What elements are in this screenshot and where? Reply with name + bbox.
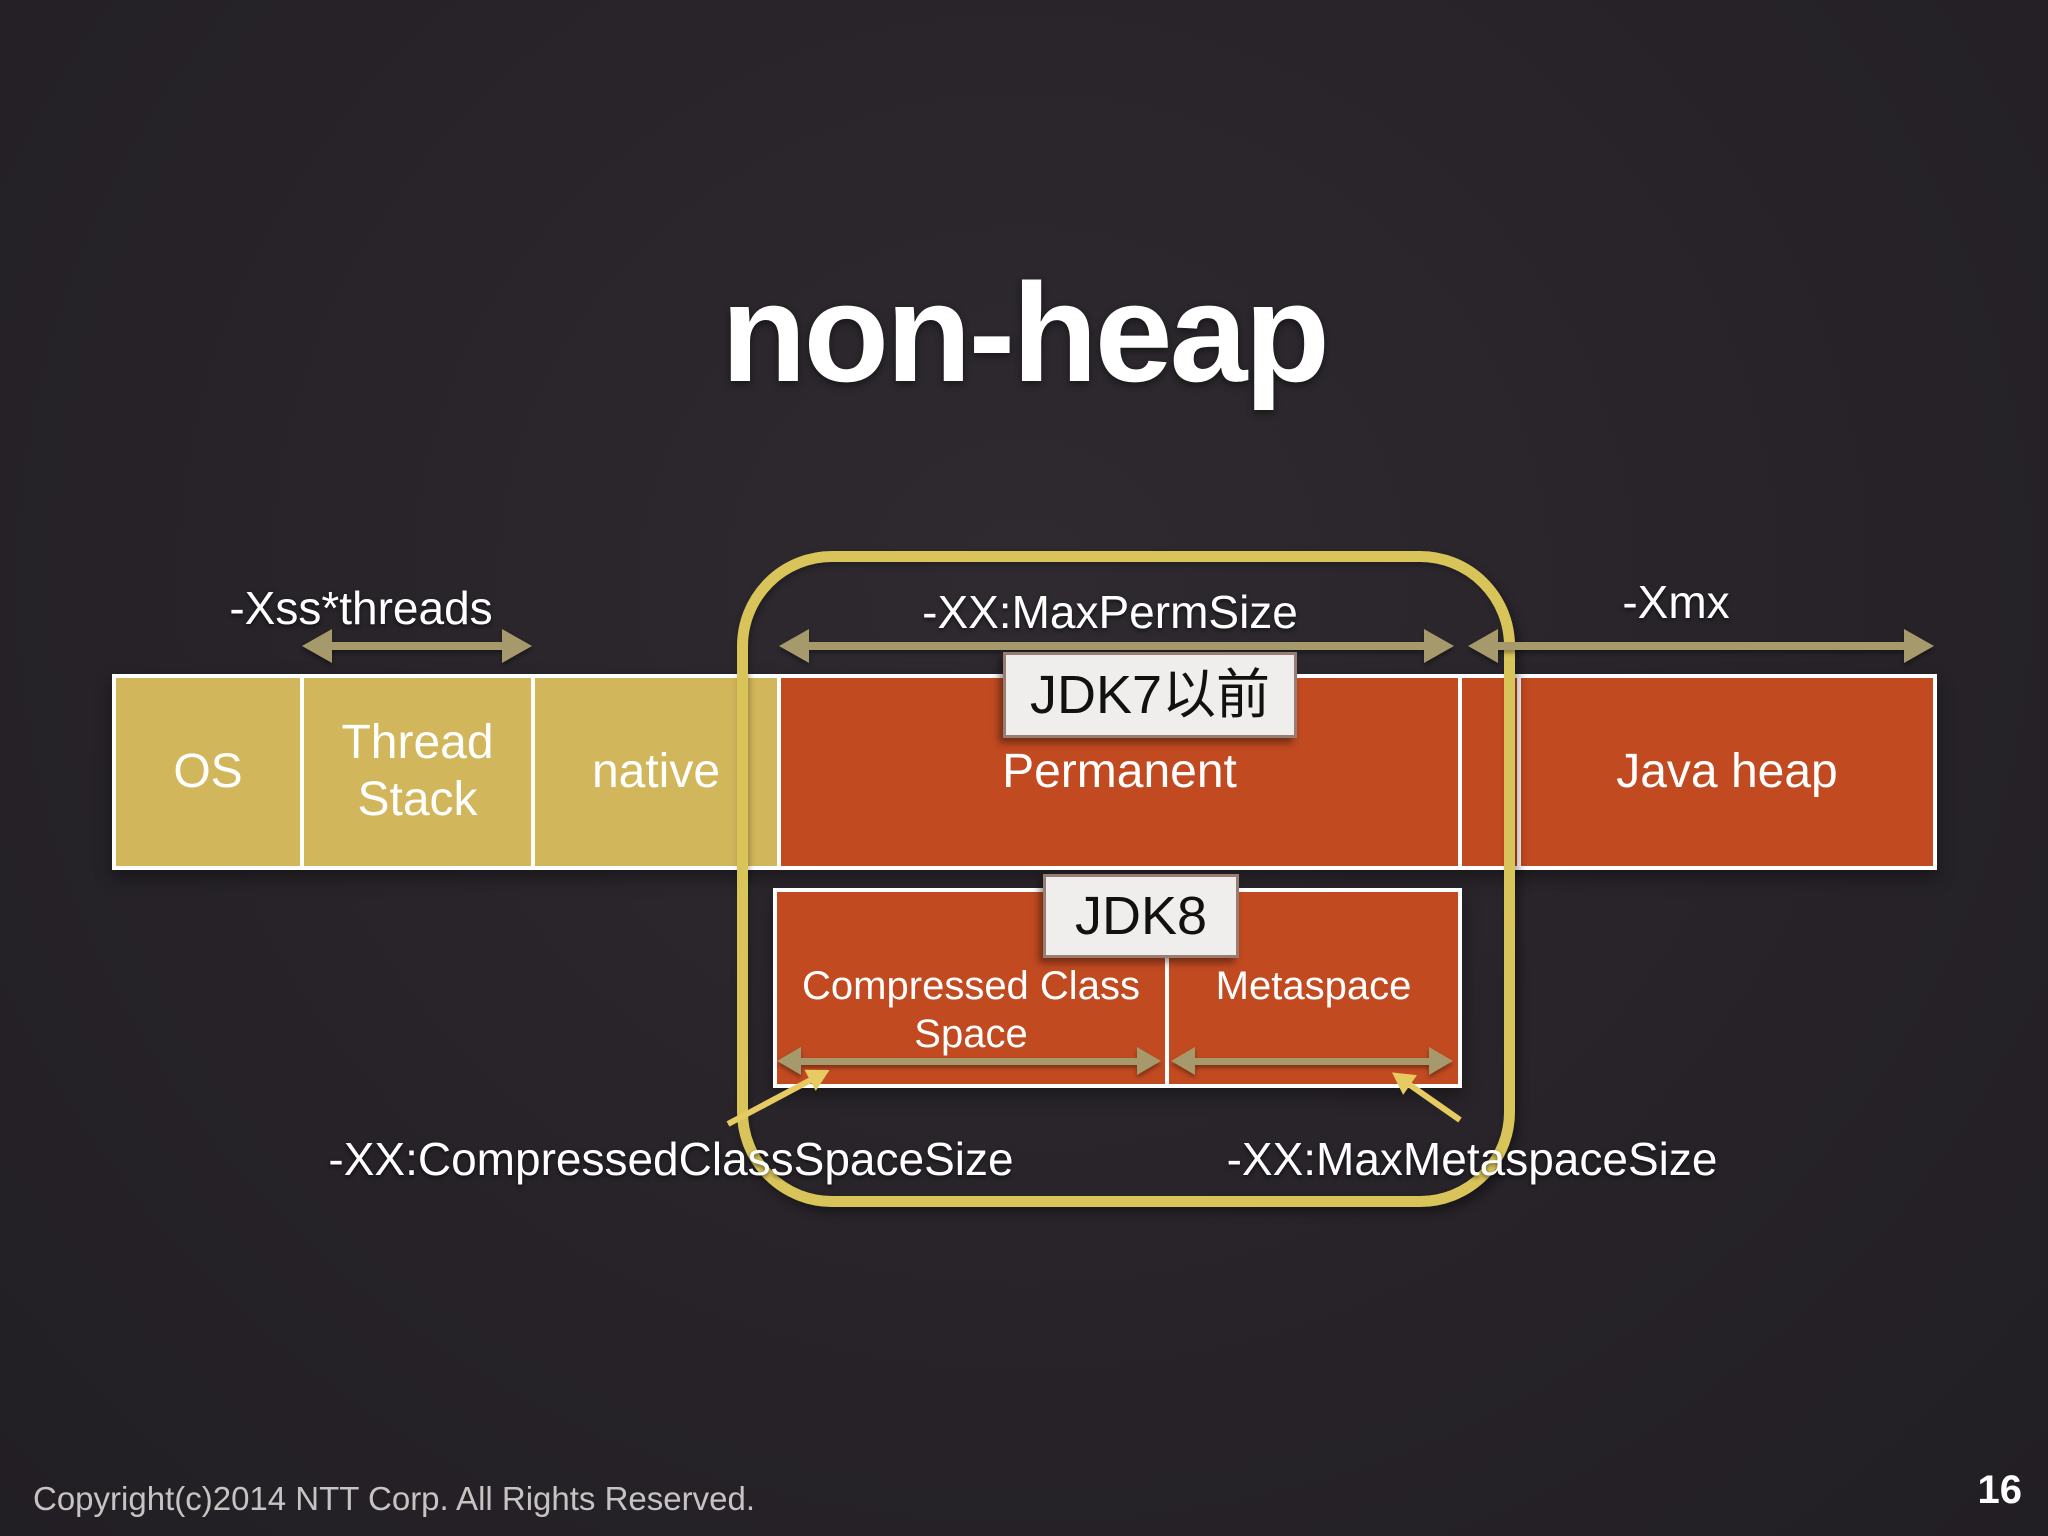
xmx-arrow-icon — [1468, 629, 1934, 663]
xss-threads-label: -Xss*threads — [229, 582, 493, 634]
bar-segment-native: native — [535, 678, 777, 866]
non-heap-highlight-outline — [737, 551, 1515, 1207]
page-number: 16 — [1977, 1468, 2023, 1512]
memory-bar: OS Thread Stack native Permanent Java he… — [112, 674, 1937, 870]
xmx-label: -Xmx — [1622, 576, 1730, 628]
jdk8-tag: JDK8 — [1043, 874, 1239, 958]
jdk7-tag: JDK7以前 — [1003, 652, 1297, 738]
xss-threads-arrow-icon — [302, 629, 532, 663]
compressed-class-space-size-label: -XX:CompressedClassSpaceSize — [328, 1133, 1014, 1185]
slide-title: non-heap — [721, 254, 1330, 411]
max-perm-size-arrow-icon — [779, 629, 1454, 663]
copyright-text: Copyright(c)2014 NTT Corp. All Rights Re… — [33, 1480, 756, 1517]
compressed-class-space-arrow-icon — [777, 1047, 1161, 1075]
bar-segment-os: OS — [116, 678, 300, 866]
bar-segment-java-heap: Java heap — [1521, 678, 1933, 866]
max-perm-size-label: -XX:MaxPermSize — [922, 586, 1298, 638]
bar-segment-thread-stack: Thread Stack — [304, 678, 531, 866]
max-metaspace-size-label: -XX:MaxMetaspaceSize — [1226, 1133, 1718, 1185]
